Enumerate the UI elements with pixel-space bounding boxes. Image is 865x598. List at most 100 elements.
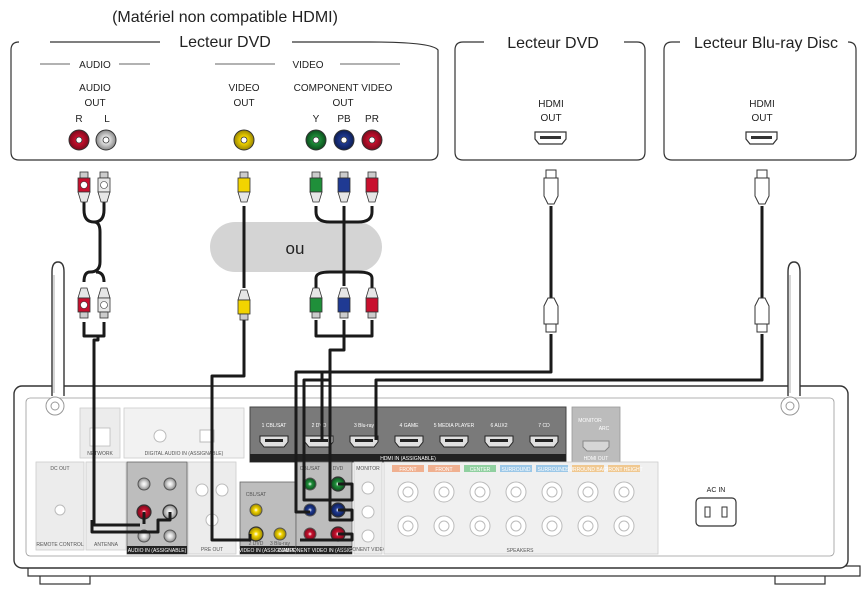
component-out-label: COMPONENT VIDEO OUT: [337, 547, 398, 553]
speaker-terminal-knob: [510, 520, 522, 532]
antenna-section: [85, 461, 127, 551]
rca-plug: [337, 171, 351, 203]
speaker-terminal-knob: [474, 486, 486, 498]
speaker-group-label: SURROUND BACK: [566, 467, 611, 473]
hdmi-in-port-label: 3 Blu-ray: [354, 423, 375, 429]
rca-plug: [365, 171, 379, 203]
hdmi-plug-tip: [545, 169, 557, 179]
component-out-label-1: COMPONENT VIDEO: [294, 83, 393, 94]
speaker-group-header: [464, 465, 496, 472]
ac-in-pin-left: [704, 506, 711, 518]
audio-cable-l-join: [98, 322, 106, 338]
rca-plug-boot: [337, 191, 351, 203]
hdmi-out-panel: [571, 406, 621, 463]
hdmi-plug-body: [543, 297, 559, 325]
rca-plug: [365, 287, 379, 319]
hdmi-in-port-slot: [400, 439, 418, 442]
speaker-terminal-knob: [618, 520, 630, 532]
rca-plug-tip: [339, 311, 349, 319]
rca-plug-tip: [79, 311, 89, 319]
audio-in-cblsat-r: [137, 477, 151, 491]
rca-plug-collar: [237, 299, 251, 315]
component-monitor-jack-3: [361, 529, 375, 543]
hdmi-in-label: HDMI IN (ASSIGNABLE): [380, 456, 436, 462]
comp-pb-label: PB: [337, 114, 351, 125]
audio-in-label-bar: [127, 546, 187, 554]
rca-plug: [97, 171, 111, 203]
rca-plug-tip: [239, 313, 249, 321]
audio-in-cblsat-l: [163, 477, 177, 491]
hdmi-in-label-bar: [250, 454, 566, 462]
component-cable-pb-run: [328, 380, 354, 522]
antenna-mount-right-center: [785, 401, 795, 411]
hdmi-plug-tip: [545, 323, 557, 333]
component-cable-split: [314, 270, 374, 288]
dvd-player-hdmi-title: Lecteur DVD: [507, 35, 599, 52]
blu-ray-player: Lecteur Blu-ray Disc HDMI OUT: [663, 35, 857, 161]
rca-plug: [237, 289, 251, 321]
rca-plug-boot: [365, 191, 379, 203]
video-in-label: VIDEO IN (ASSIGNABLE): [239, 548, 298, 554]
hdmi-in-port-label: 4 GAME: [400, 423, 420, 429]
speaker-terminal-knob: [438, 486, 450, 498]
hdmi-plug-body: [543, 177, 559, 205]
speaker-terminal-knob: [582, 486, 594, 498]
speakers-label: SPEAKERS: [507, 548, 535, 554]
video-out-jack-pin: [240, 136, 248, 144]
middle-hdmi-out-port-slot: [540, 136, 561, 139]
rca-plug-tip: [99, 171, 109, 179]
rca-plug-boot: [237, 289, 251, 301]
network-label: NETWORK: [87, 451, 113, 457]
rca-plug: [309, 287, 323, 319]
right-hdmi-out-port-slot: [751, 136, 772, 139]
component-monitor-label: MONITOR: [356, 466, 380, 472]
hdmi-plug: [754, 169, 770, 205]
speaker-group-label: CENTER: [470, 467, 491, 473]
ac-in-pin-right: [721, 506, 728, 518]
dvd-player-hdmi-outline: [454, 41, 646, 161]
speaker-group-header: [392, 465, 424, 472]
speaker-terminal-knob: [438, 520, 450, 532]
speaker-group-header: [500, 465, 532, 472]
hdmi-plug: [543, 297, 559, 333]
coaxial-port: [153, 429, 167, 443]
pre-out-label: PRE OUT: [201, 547, 223, 553]
speaker-group-label: SURROUND: [502, 467, 531, 473]
rca-plug-collar: [309, 297, 323, 313]
audio-r-jack-pin: [75, 136, 83, 144]
audio-out-label-1: AUDIO: [79, 83, 111, 94]
video-in-cblsat-label: CBL/SAT: [246, 492, 266, 498]
video-in-bluray-label: 3 Blu-ray: [270, 541, 291, 547]
rca-plug-collar: [237, 177, 251, 193]
component-in-dvd-label: DVD: [333, 466, 344, 472]
rca-plug-channel-marker: [100, 301, 108, 309]
speaker-terminal-knob: [402, 520, 414, 532]
rca-plug: [77, 287, 91, 319]
rca-plug: [309, 171, 323, 203]
speaker-terminal-knob: [582, 520, 594, 532]
audio-in-label: AUDIO IN (ASSIGNABLE): [128, 548, 187, 554]
component-in-cblsat-label: CBL/SAT: [300, 466, 320, 472]
component-monitor-jack-1: [361, 481, 375, 495]
rca-plug-boot: [309, 191, 323, 203]
hdmi-out-port: [582, 440, 610, 452]
video-group-label: VIDEO: [292, 60, 323, 71]
hdmi-in-port-label: 7 CD: [538, 423, 550, 429]
antenna-right: [787, 261, 801, 396]
component-out-label-2: OUT: [332, 98, 353, 109]
antenna-label: ANTENNA: [94, 542, 119, 548]
comp-y-label: Y: [313, 114, 320, 125]
video-in-label-bar: [240, 546, 296, 554]
hdmi-out-monitor-label: MONITOR: [578, 418, 602, 424]
video-cable-lower: [210, 320, 252, 542]
dvd-player-hdmi: Lecteur DVD HDMI OUT: [454, 35, 646, 161]
hdmi-in-port-label: 5 MEDIA PLAYER: [434, 423, 475, 429]
middle-hdmi-label-1: HDMI: [538, 99, 564, 110]
rca-plug-collar: [365, 297, 379, 313]
av-receiver: NETWORK DIGITAL AUDIO IN (ASSIGNABLE) 1 …: [13, 261, 861, 585]
rca-plug-boot: [77, 191, 91, 203]
speaker-terminal-knob: [510, 486, 522, 498]
